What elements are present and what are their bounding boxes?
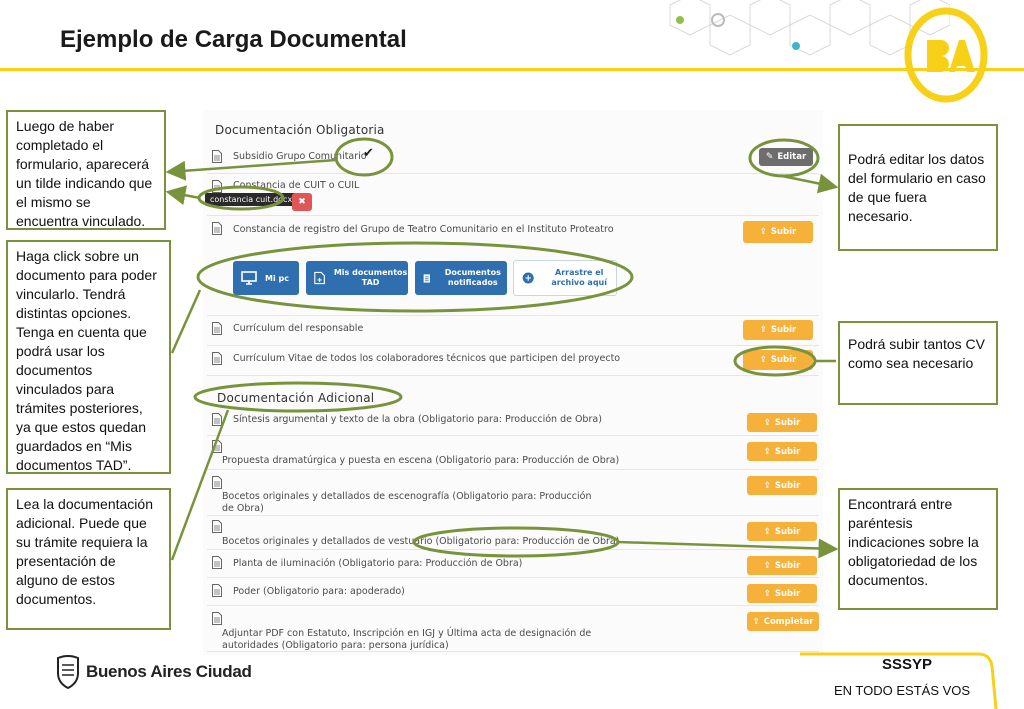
document-icon <box>212 322 222 335</box>
upload-from-tad-button[interactable]: Mis documentos TAD <box>306 261 408 295</box>
doc-label: Subsidio Grupo Comunitario <box>233 151 367 162</box>
upload-button[interactable]: ⇪ Subir <box>747 413 817 432</box>
upload-icon: ⇪ <box>759 227 767 237</box>
doc-row[interactable]: Planta de iluminación (Obligatorio para:… <box>207 550 819 578</box>
document-icon <box>212 222 222 235</box>
document-icon <box>212 352 222 365</box>
doc-row[interactable]: Síntesis argumental y texto de la obra (… <box>207 408 819 436</box>
doc-label: Planta de iluminación (Obligatorio para:… <box>233 558 523 569</box>
callout-click-document: Haga click sobre un documento para poder… <box>6 240 171 474</box>
document-icon <box>212 413 222 426</box>
monitor-icon <box>241 271 257 285</box>
arrow-tilde-file <box>165 185 201 206</box>
title-divider <box>0 68 1024 71</box>
document-icon <box>212 440 222 453</box>
doc-label: Poder (Obligatorio para: apoderado) <box>233 586 405 597</box>
doc-row[interactable]: Currículum del responsable ⇪ Subir <box>207 316 819 346</box>
tagline: EN TODO ESTÁS VOS <box>834 683 971 698</box>
document-icon <box>212 476 222 489</box>
doc-row[interactable]: Constancia de CUIT o CUIL constancia cui… <box>205 174 819 216</box>
upload-icon: ⇪ <box>763 417 771 428</box>
file-add-icon <box>314 271 325 285</box>
doc-label: Constancia de registro del Grupo de Teat… <box>233 224 614 235</box>
mandatory-docs-title: Documentación Obligatoria <box>215 123 385 137</box>
buenos-aires-ciudad-logo: Buenos Aires Ciudad <box>56 655 252 689</box>
doc-row[interactable]: Bocetos originales y detallados de escen… <box>207 470 819 516</box>
doc-label: Síntesis argumental y texto de la obra (… <box>233 414 602 425</box>
doc-row[interactable]: Propuesta dramatúrgica y puesta en escen… <box>207 436 819 470</box>
doc-row[interactable]: Bocetos originales y detallados de vestu… <box>207 516 819 550</box>
document-icon <box>212 520 222 533</box>
doc-row[interactable]: Subsidio Grupo Comunitario ✔ ✎ Editar <box>207 142 819 174</box>
doc-row[interactable]: Adjuntar PDF con Estatuto, Inscripción e… <box>207 606 819 652</box>
upload-button[interactable]: ⇪ Subir <box>747 442 817 461</box>
doc-label: Propuesta dramatúrgica y puesta en escen… <box>222 455 620 466</box>
document-icon <box>212 150 222 163</box>
edit-button[interactable]: ✎ Editar <box>759 148 813 166</box>
upload-button[interactable]: ⇪ Subir <box>743 320 813 340</box>
callout-parenthesis: Encontrará entre paréntesis indicaciones… <box>838 488 998 610</box>
app-screenshot: Documentación Obligatoria Subsidio Grupo… <box>203 110 823 655</box>
drag-drop-zone[interactable]: Arrastre el archivo aquí <box>513 260 617 296</box>
upload-button[interactable]: ⇪ Subir <box>747 476 817 495</box>
doc-label: Constancia de CUIT o CUIL <box>233 180 360 191</box>
document-icon <box>212 584 222 597</box>
ba-logo <box>904 7 988 103</box>
upload-button[interactable]: ⇪ Subir <box>743 350 813 370</box>
upload-icon: ⇪ <box>759 355 767 365</box>
callout-additional-docs: Lea la documentación adicional. Puede qu… <box>6 488 171 630</box>
upload-icon: ⇪ <box>759 325 767 335</box>
doc-row[interactable]: Currículum Vitae de todos los colaborado… <box>207 346 819 376</box>
upload-icon: ⇪ <box>763 588 771 599</box>
attached-file-chip[interactable]: constancia cuit.docx <box>205 193 298 206</box>
slide-title: Ejemplo de Carga Documental <box>60 26 407 53</box>
doc-row[interactable]: Constancia de registro del Grupo de Teat… <box>207 216 819 316</box>
document-icon <box>212 180 222 193</box>
plus-circle-icon <box>522 272 534 284</box>
doc-label: Bocetos originales y detallados de vestu… <box>222 536 620 547</box>
upload-button[interactable]: ⇪ Subir <box>747 584 817 603</box>
hexagon-pattern-decoration <box>669 0 950 56</box>
upload-button[interactable]: ⇪ Subir <box>743 221 813 243</box>
callout-cv: Podrá subir tantos CV como sea necesario <box>838 321 998 405</box>
additional-docs-title: Documentación Adicional <box>217 391 375 405</box>
upload-button[interactable]: ⇪ Subir <box>747 522 817 541</box>
city-shield-icon <box>57 655 79 689</box>
doc-label: Currículum del responsable <box>233 323 364 334</box>
document-icon <box>212 556 222 569</box>
check-mark-icon: ✔ <box>363 146 374 161</box>
upload-icon: ⇪ <box>752 616 760 627</box>
arrow-click-doc <box>170 289 202 354</box>
org-name: SSSYP <box>882 656 933 673</box>
doc-label: Currículum Vitae de todos los colaborado… <box>233 353 621 364</box>
close-icon: ✖ <box>298 197 306 207</box>
complete-button[interactable]: ⇪ Completar <box>747 612 819 631</box>
doc-label: Adjuntar PDF con Estatuto, Inscripción e… <box>222 628 592 651</box>
remove-file-button[interactable]: ✖ <box>292 193 312 211</box>
callout-edit: Podrá editar los datos del formulario en… <box>838 124 998 251</box>
doc-row[interactable]: Poder (Obligatorio para: apoderado) ⇪ Su… <box>207 578 819 606</box>
doc-label: Bocetos originales y detallados de escen… <box>222 491 592 514</box>
upload-icon: ⇪ <box>763 446 771 457</box>
document-icon <box>423 273 430 283</box>
upload-icon: ⇪ <box>763 480 771 491</box>
upload-icon: ⇪ <box>763 560 771 571</box>
upload-button[interactable]: ⇪ Subir <box>747 556 817 575</box>
upload-from-notified-button[interactable]: Documentos notificados <box>415 261 507 295</box>
document-icon <box>212 612 222 625</box>
upload-icon: ⇪ <box>763 526 771 537</box>
upload-from-pc-button[interactable]: Mi pc <box>233 261 299 295</box>
pencil-icon: ✎ <box>765 152 774 162</box>
callout-tilde: Luego de haber completado el formulario,… <box>6 110 166 230</box>
